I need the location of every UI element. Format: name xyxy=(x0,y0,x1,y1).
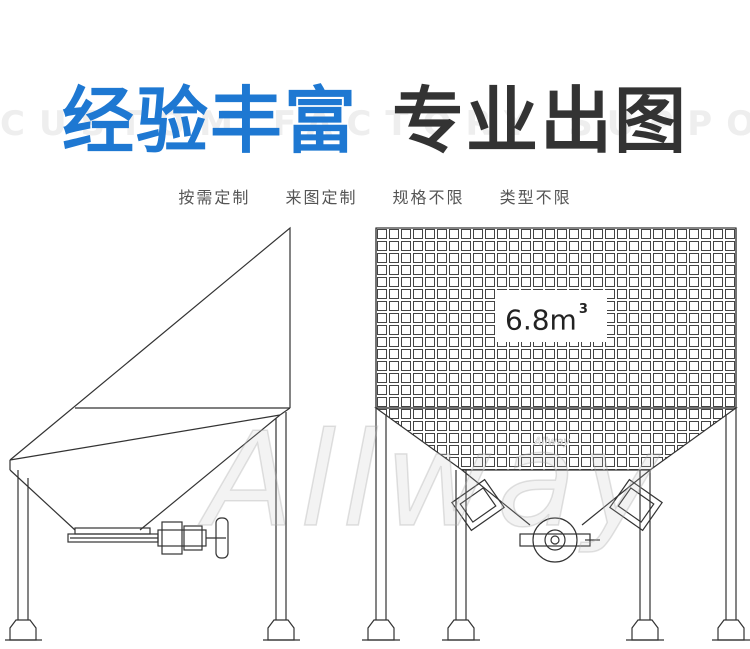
volume-value: 6.8m xyxy=(505,303,577,337)
small-watermark: Allway xyxy=(533,435,570,448)
volume-unit: 3 xyxy=(578,302,588,317)
tag-line: 按需定制 来图定制 规格不限 类型不限 xyxy=(0,184,750,208)
left-hopper xyxy=(5,226,300,641)
tag-4: 类型不限 xyxy=(499,188,572,207)
tag-2: 来图定制 xyxy=(285,188,358,207)
brand-watermark: Allway xyxy=(204,404,666,556)
background-letters: CUSTOM FACTORY SUPPORT xyxy=(0,104,750,144)
tag-1: 按需定制 xyxy=(178,188,251,207)
headline-dark: 专业出图 xyxy=(392,79,689,163)
tag-3: 规格不限 xyxy=(392,188,465,207)
headline: 经验丰富 专业出图 xyxy=(0,78,750,164)
headline-blue: 经验丰富 xyxy=(61,79,358,163)
